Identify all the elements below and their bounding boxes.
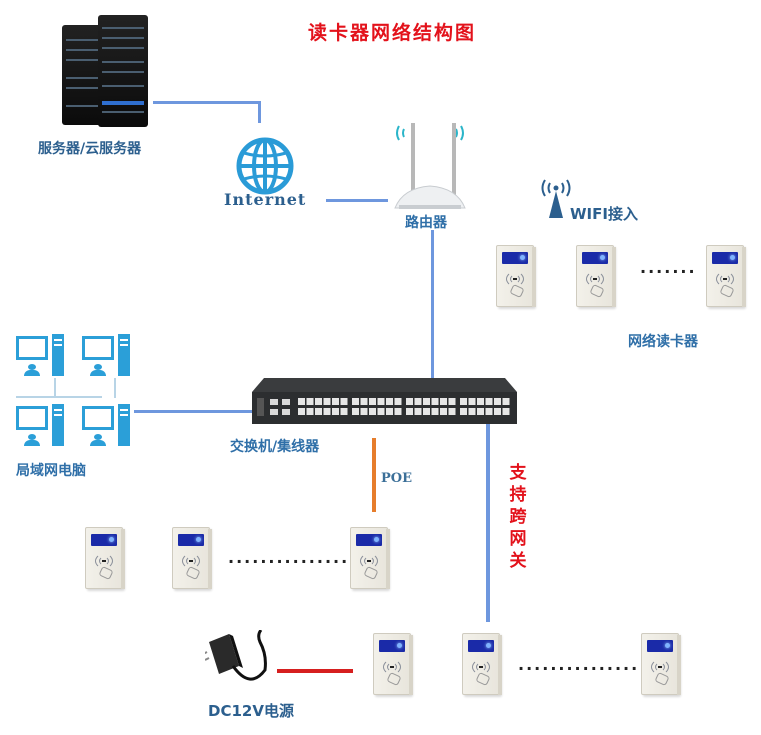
wifi-router-icon [385,120,475,215]
link-router-switch [431,230,434,378]
server-rack-icon [62,25,102,125]
switch-port [352,398,359,405]
cross-gateway-char: 关 [509,551,527,571]
link-cross-gateway [486,424,490,622]
switch-port [306,408,314,415]
poe-reader-3 [350,527,390,591]
switch-port [414,408,422,415]
switch-label: 交换机/集线器 [230,439,320,455]
switch-port [340,408,348,415]
link-server-internet [153,101,261,104]
router-label: 路由器 [405,215,447,231]
link-power [277,669,353,673]
cross-gateway-char: 跨 [509,507,527,527]
switch-port [369,398,376,405]
switch-port [440,398,447,405]
globe-icon [235,136,295,196]
switch-port [494,398,501,405]
switch-port [298,408,305,415]
switch-port [360,408,368,415]
switch-port [340,398,348,405]
switch-port [485,408,493,415]
poe-reader-2 [172,527,212,591]
link-pcs-switch [134,410,252,413]
pc-icon [16,404,66,450]
wifi-label: WIFI接入 [570,205,638,223]
switch-port [377,408,385,415]
switch-port [332,408,339,415]
link-internet-router [326,199,388,202]
switch-port [369,408,376,415]
switch-port [332,398,339,405]
pc-icon [82,404,132,450]
lan-pcs-label: 局域网电脑 [16,463,86,479]
server-label: 服务器/云服务器 [38,141,142,157]
pc-icon [16,334,66,380]
switch-port [406,398,413,405]
poe-label: POE [381,471,413,486]
switch-port [386,408,393,415]
switch-port [377,398,385,405]
switch-port [394,398,402,405]
switch-port [468,398,476,405]
switch-port [431,398,439,405]
lan-pcs-node [14,334,134,454]
switch-port [502,398,510,405]
switch-port [323,398,331,405]
cross-gateway-char: 支 [509,463,527,483]
switch-port [406,408,413,415]
switch-port [323,408,331,415]
switch-port [386,398,393,405]
server-rack-icon-front [98,15,148,127]
poe-reader-1 [85,527,125,591]
link-poe [372,438,376,512]
switch-port [494,408,501,415]
switch-port [360,398,368,405]
switch-port [423,398,430,405]
network-switch-icon [252,378,517,424]
switch-port [477,398,484,405]
switch-port [448,398,456,405]
pc-icon [82,334,132,380]
network-reader-3 [706,245,746,309]
network-readers-ellipsis: ······· [640,262,697,281]
switch-port [394,408,402,415]
network-reader-1 [496,245,536,309]
server-node [62,15,152,127]
gateway-readers-ellipsis: ··············· [518,659,640,678]
switch-port [502,408,510,415]
switch-port [298,398,305,405]
cross-gateway-char: 网 [509,529,527,549]
switch-port [414,398,422,405]
switch-port [485,398,493,405]
diagram-title: 读卡器网络结构图 [307,22,476,44]
switch-port [431,408,439,415]
switch-port [477,408,484,415]
switch-port [352,408,359,415]
network-reader-2 [576,245,616,309]
gateway-reader-3 [641,633,681,697]
switch-port [468,408,476,415]
internet-label: Internet [224,190,307,209]
poe-readers-ellipsis: ··············· [228,552,350,571]
switch-port [460,398,467,405]
power-adapter-icon [202,629,275,695]
power-label: DC12V电源 [208,702,294,720]
switch-port [448,408,456,415]
switch-port [423,408,430,415]
link-server-internet-drop [258,101,261,123]
cross-gateway-label: 支 持 跨 网 关 [508,462,528,572]
gateway-reader-2 [462,633,502,697]
network-readers-label: 网络读卡器 [628,334,698,350]
switch-port [315,408,322,415]
wifi-antenna-icon [539,178,573,218]
cross-gateway-char: 持 [509,485,527,505]
switch-port [315,398,322,405]
switch-port [440,408,447,415]
switch-port [460,408,467,415]
gateway-reader-1 [373,633,413,697]
switch-port [306,398,314,405]
